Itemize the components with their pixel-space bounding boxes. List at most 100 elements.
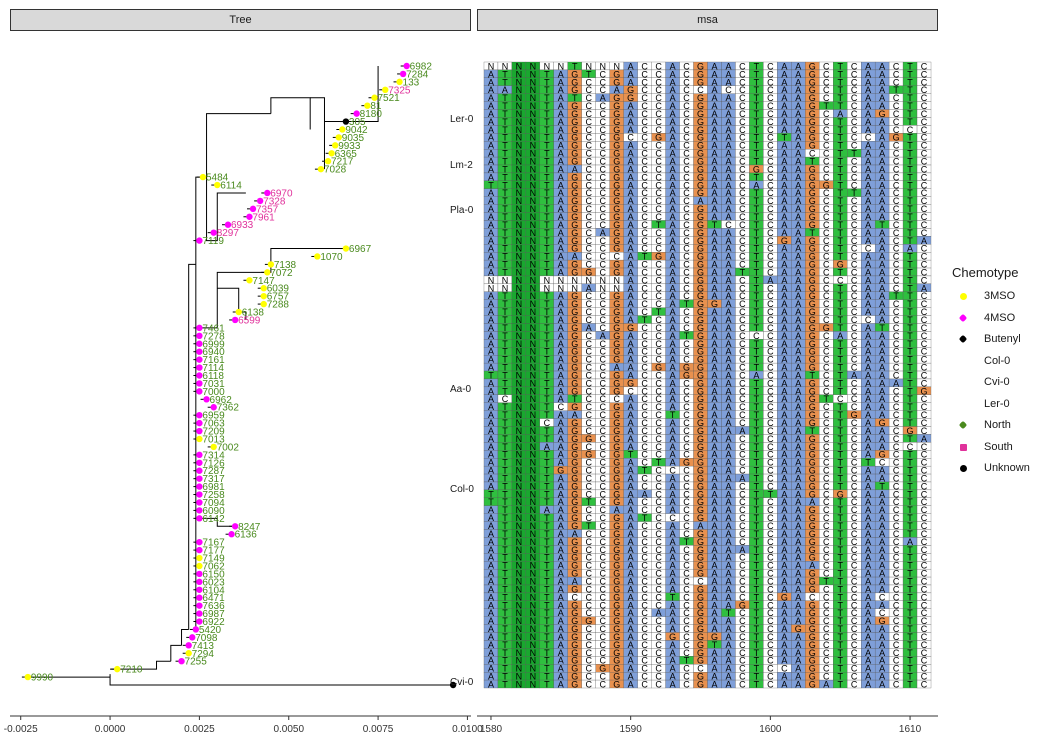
msa-cell-letter: G — [809, 93, 816, 103]
msa-cell-letter: A — [628, 109, 634, 119]
tree-tip-point — [114, 665, 121, 673]
tree-tip-label: 7287 — [202, 466, 225, 477]
msa-cell-letter: A — [711, 101, 717, 111]
tree-tip-point — [196, 618, 203, 625]
msa-cell-letter: G — [613, 69, 620, 79]
msa-cell-letter: C — [851, 101, 858, 111]
msa-cell-letter: A — [865, 77, 871, 87]
msa-cell-letter: A — [670, 69, 676, 79]
tree-tip-point — [203, 396, 210, 403]
msa-cell-letter: C — [823, 61, 830, 71]
msa-cell-letter: N — [516, 93, 523, 103]
tree-x-tick-label: 0.0100 — [452, 724, 483, 735]
tree-tip-label: 8247 — [238, 522, 261, 533]
tree-tip-label: 6987 — [202, 609, 225, 620]
tree-tip-label: 7210 — [120, 665, 143, 676]
msa-cell-letter: T — [907, 77, 913, 87]
tree-tip-label: 7362 — [217, 403, 240, 414]
tree-tip-label: 7413 — [192, 641, 215, 652]
msa-cell-letter: N — [586, 61, 593, 71]
tree-tip-label: 6599 — [238, 315, 261, 326]
msa-cell-letter: T — [754, 93, 760, 103]
tree-tip-point — [196, 515, 203, 522]
tree-tip-label: 6365 — [335, 149, 358, 160]
tree-tip-point — [196, 610, 203, 617]
tree-tip-label: 6933 — [231, 220, 254, 231]
tree-tip-label: 9042 — [345, 125, 368, 136]
tree-tip-label: 7209 — [202, 427, 225, 438]
msa-cell-letter: T — [837, 69, 843, 79]
tree-tip-point — [196, 578, 203, 586]
tree-tip-label: 7284 — [406, 69, 429, 80]
tree-tip-label: 8297 — [217, 228, 240, 239]
msa-cell-letter: N — [599, 61, 606, 71]
msa-cell-letter: A — [865, 69, 871, 79]
msa-cell-letter: G — [697, 77, 704, 87]
tree-tip-point — [196, 372, 203, 379]
msa-cell-letter: A — [795, 101, 801, 111]
tree-tip-label: 7328 — [263, 196, 286, 207]
msa-cell-letter: A — [558, 93, 564, 103]
clade-label: Lm-2 — [450, 160, 473, 171]
msa-cell-letter: A — [628, 77, 634, 87]
msa-cell-letter: C — [893, 69, 900, 79]
msa-cell-letter: A — [711, 69, 717, 79]
tree-tip-point — [228, 531, 235, 538]
msa-cell-letter: C — [767, 61, 774, 71]
msa-cell-letter: C — [851, 77, 858, 87]
msa-cell-letter: T — [502, 69, 508, 79]
msa-cell-letter: A — [628, 61, 634, 71]
tree-x-tick-label: 0.0050 — [273, 724, 304, 735]
msa-cell-letter: C — [586, 85, 593, 95]
msa-cell-letter: N — [502, 61, 509, 71]
tree-x-tick-label: 0.0075 — [363, 724, 394, 735]
msa-cell-letter: G — [571, 101, 578, 111]
tree-tip-label: 7126 — [202, 458, 225, 469]
tree-tip-label: 7149 — [202, 554, 225, 565]
msa-cell-letter: A — [670, 85, 676, 95]
msa-cell-letter: N — [530, 109, 537, 119]
msa-cell-letter: A — [670, 61, 676, 71]
msa-cell-letter: C — [823, 85, 830, 95]
tree-tip-point — [231, 523, 239, 530]
tree-tip-label: 7314 — [202, 450, 225, 461]
tree-tip-label: 7278 — [202, 331, 225, 342]
msa-cell-letter: N — [613, 61, 620, 71]
msa-cell-letter: A — [879, 93, 885, 103]
tree-tip-point — [196, 324, 203, 332]
msa-panel-title: msa — [477, 9, 938, 31]
msa-cell-letter: T — [544, 109, 550, 119]
msa-cell-letter: C — [921, 101, 928, 111]
msa-cell-letter: N — [530, 85, 537, 95]
tree-tip-label: 7147 — [252, 276, 275, 287]
tree-tip-point — [196, 491, 203, 498]
clade-label: Col-0 — [450, 484, 474, 495]
tree-tip-point — [196, 562, 203, 570]
tree-tip-label: 6114 — [220, 181, 242, 192]
tree-branch — [188, 263, 196, 630]
msa-cell-letter: A — [781, 61, 787, 71]
msa-cell-letter: C — [739, 109, 746, 119]
msa-cell-letter: C — [921, 93, 928, 103]
msa-cell-letter: N — [516, 77, 523, 87]
tree-tip-point — [399, 70, 407, 78]
msa-cell-letter: G — [697, 101, 704, 111]
tree-tip-point — [249, 205, 257, 213]
tree-tip-label: 7294 — [192, 649, 215, 660]
msa-cell-letter: C — [641, 69, 648, 79]
tree-tip-label: 9933 — [338, 141, 361, 152]
tree-tip-point — [332, 142, 339, 149]
msa-cell-letter: C — [767, 85, 774, 95]
tree-tip-label: 7357 — [256, 204, 279, 215]
tree-tip-point — [339, 126, 346, 133]
msa-cell-letter: C — [599, 109, 606, 119]
tree-tip-point — [264, 269, 271, 276]
msa-cell-letter: A — [711, 85, 717, 95]
msa-cell-letter: G — [809, 101, 816, 111]
msa-x-tick-label: 1590 — [620, 724, 643, 735]
msa-cell-letter: C — [921, 85, 928, 95]
tree-tip-point — [196, 356, 203, 363]
tree-tip-point — [185, 650, 192, 657]
msa-cell-letter: A — [795, 93, 801, 103]
